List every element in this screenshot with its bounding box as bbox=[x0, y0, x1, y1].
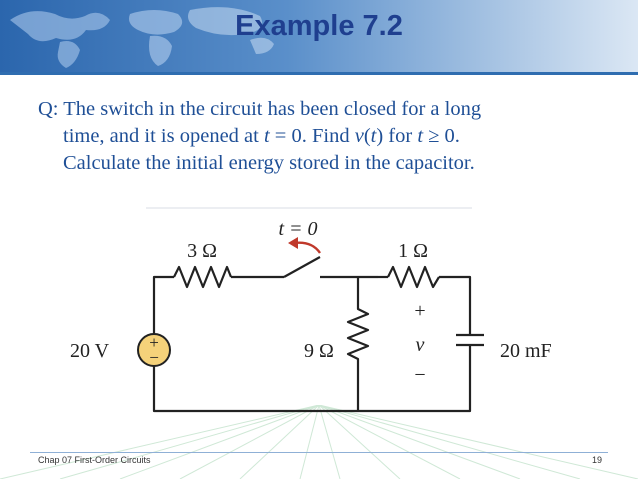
v-label: v bbox=[416, 334, 425, 356]
world-map-banner bbox=[0, 0, 638, 72]
r3-label: 9 Ω bbox=[304, 340, 334, 362]
source-minus: − bbox=[149, 348, 159, 367]
wire-bottom bbox=[152, 345, 472, 413]
footer-divider bbox=[30, 452, 608, 453]
q2-part-e: ≥ 0. bbox=[423, 125, 460, 147]
q2-part-b: = 0. Find bbox=[269, 125, 355, 147]
switch-label: t = 0 bbox=[278, 218, 317, 240]
q2-t2: t bbox=[370, 125, 377, 147]
v-plus: + bbox=[414, 300, 425, 322]
voltage-source bbox=[137, 333, 171, 367]
page-number: 19 bbox=[591, 455, 602, 465]
source-label: 20 V bbox=[70, 340, 110, 362]
question-text: Q: The switch in the circuit has been cl… bbox=[38, 96, 618, 177]
q2-part-a: time, and it is opened at bbox=[63, 125, 264, 147]
question-line-3: Calculate the initial energy stored in t… bbox=[63, 152, 475, 174]
header-divider bbox=[0, 72, 638, 75]
capacitor-label: 20 mF bbox=[500, 340, 552, 362]
r2-label: 1 Ω bbox=[398, 240, 428, 262]
resistor-1ohm bbox=[387, 265, 440, 289]
q2-t: t bbox=[263, 125, 270, 147]
wire-left-top bbox=[152, 275, 174, 335]
question-line-2: time, and it is opened at t = 0. Find v(… bbox=[38, 123, 618, 150]
q2-part-d: ) for bbox=[376, 125, 418, 147]
switch-arrowhead bbox=[288, 237, 298, 249]
switch-blade bbox=[283, 256, 321, 278]
circuit-diagram: + − 3 Ω t = 0 1 Ω 20 V 9 Ω + v − 20 mF bbox=[70, 207, 552, 413]
slide-header: Example 7.2 bbox=[0, 0, 638, 72]
q2-t3: t bbox=[417, 125, 424, 147]
footer-decoration bbox=[0, 404, 638, 480]
v-minus: − bbox=[414, 364, 425, 386]
source-plus: + bbox=[149, 333, 159, 352]
resistor-9ohm bbox=[346, 277, 370, 411]
footer-chapter: Chap 07 First-Order Circuits bbox=[38, 455, 151, 465]
q2-part-c: ( bbox=[363, 125, 371, 147]
footer-fan-lines bbox=[0, 404, 638, 480]
question-line-1: Q: The switch in the circuit has been cl… bbox=[38, 98, 482, 120]
slide-title: Example 7.2 bbox=[235, 10, 403, 42]
resistor-3ohm bbox=[173, 265, 233, 289]
r1-label: 3 Ω bbox=[187, 240, 217, 262]
wire-right-top bbox=[439, 275, 472, 335]
q2-v: v bbox=[354, 125, 364, 147]
